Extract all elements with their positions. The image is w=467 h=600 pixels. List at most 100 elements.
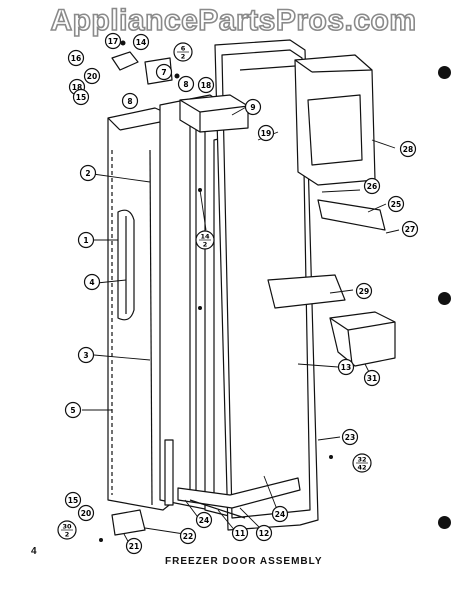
callout-1: 1 xyxy=(77,231,95,249)
top-hinge xyxy=(111,51,139,71)
callout-number: 28 xyxy=(403,145,413,154)
callout-number: 15 xyxy=(76,93,86,102)
callout-14: 142 xyxy=(195,230,215,250)
callout-7: 7 xyxy=(155,63,173,81)
callout-number: 14 xyxy=(200,233,210,241)
callout-5: 5 xyxy=(64,401,82,419)
callout-24: 24 xyxy=(195,511,213,529)
ice-bin xyxy=(329,311,396,367)
binder-hole-middle xyxy=(438,292,451,305)
callout-number: 5 xyxy=(70,406,75,415)
callout-quantity: 2 xyxy=(65,531,70,539)
callout-31: 31 xyxy=(363,369,381,387)
callout-27: 27 xyxy=(401,220,419,238)
callout-9: 9 xyxy=(244,98,262,116)
screw xyxy=(198,306,202,310)
callout-20: 20 xyxy=(83,67,101,85)
callout-15: 15 xyxy=(72,88,90,106)
screw xyxy=(99,538,103,542)
callout-number: 18 xyxy=(72,83,82,92)
callout-8: 8 xyxy=(177,75,195,93)
trim-strip xyxy=(164,439,174,506)
callout-number: 4 xyxy=(89,278,94,287)
callout-3: 3 xyxy=(77,346,95,364)
callout-number: 26 xyxy=(367,182,377,191)
callout-number: 24 xyxy=(275,510,285,519)
top-channel xyxy=(179,94,249,133)
binder-hole-top xyxy=(438,66,451,79)
callout-25: 25 xyxy=(387,195,405,213)
callout-number: 11 xyxy=(235,529,245,538)
callout-18: 18 xyxy=(197,76,215,94)
callout-29: 29 xyxy=(355,282,373,300)
callout-14: 14 xyxy=(132,33,150,51)
callout-8: 8 xyxy=(121,92,139,110)
callout-number: 17 xyxy=(108,37,118,46)
callout-quantity: 2 xyxy=(181,53,186,61)
screw xyxy=(329,455,333,459)
callout-number: 18 xyxy=(201,81,211,90)
callout-number: 12 xyxy=(259,529,269,538)
callout-number: 23 xyxy=(345,433,355,442)
callout-number: 20 xyxy=(81,509,91,518)
callout-number: 9 xyxy=(250,103,255,112)
screw xyxy=(198,188,202,192)
callout-number: 27 xyxy=(405,225,415,234)
screw xyxy=(174,73,180,79)
callout-24: 24 xyxy=(271,505,289,523)
callout-number: 24 xyxy=(199,516,209,525)
callout-number: 14 xyxy=(136,38,146,47)
callout-number: 16 xyxy=(71,54,81,63)
door-back-panel xyxy=(214,39,319,531)
callout-11: 11 xyxy=(231,524,249,542)
center-plate xyxy=(267,274,346,309)
callout-quantity: 2 xyxy=(203,241,208,249)
dispenser-housing xyxy=(294,54,376,186)
callout-number: 22 xyxy=(183,532,193,541)
callout-16: 16 xyxy=(67,49,85,67)
callout-2: 2 xyxy=(79,164,97,182)
callout-number: 2 xyxy=(85,169,90,178)
callout-6: 62 xyxy=(173,42,193,62)
callout-number: 25 xyxy=(391,200,401,209)
callout-15: 15 xyxy=(64,491,82,509)
callout-26: 26 xyxy=(363,177,381,195)
callout-23: 23 xyxy=(341,428,359,446)
bottom-strip xyxy=(177,477,301,509)
callout-21: 21 xyxy=(125,537,143,555)
callout-number: 29 xyxy=(359,287,369,296)
callout-number: 30 xyxy=(62,523,72,531)
callout-number: 13 xyxy=(341,363,351,372)
side-bracket xyxy=(317,199,386,231)
callout-4: 4 xyxy=(83,273,101,291)
callout-number: 8 xyxy=(183,80,188,89)
diagram-title: FREEZER DOOR ASSEMBLY xyxy=(165,556,323,567)
callout-number: 32 xyxy=(357,456,366,464)
callout-number: 31 xyxy=(367,374,377,383)
callout-number: 8 xyxy=(127,97,132,106)
callout-number: 3 xyxy=(83,351,88,360)
callout-number: 20 xyxy=(87,72,97,81)
screw xyxy=(120,40,126,46)
callout-19: 19 xyxy=(257,124,275,142)
callout-number: 1 xyxy=(83,236,88,245)
callout-13: 13 xyxy=(337,358,355,376)
callout-20: 20 xyxy=(77,504,95,522)
callout-quantity: 42 xyxy=(357,464,366,472)
callout-30: 302 xyxy=(57,520,77,540)
callout-28: 28 xyxy=(399,140,417,158)
callout-number: 19 xyxy=(261,129,271,138)
callout-number: 15 xyxy=(68,496,78,505)
callout-number: 21 xyxy=(129,542,139,551)
callout-number: 6 xyxy=(181,45,186,53)
callout-12: 12 xyxy=(255,524,273,542)
callout-17: 17 xyxy=(104,32,122,50)
bottom-hinge xyxy=(111,509,146,536)
callout-number: 7 xyxy=(161,68,166,77)
binder-hole-bottom xyxy=(438,516,451,529)
page-number: 4 xyxy=(31,546,37,557)
